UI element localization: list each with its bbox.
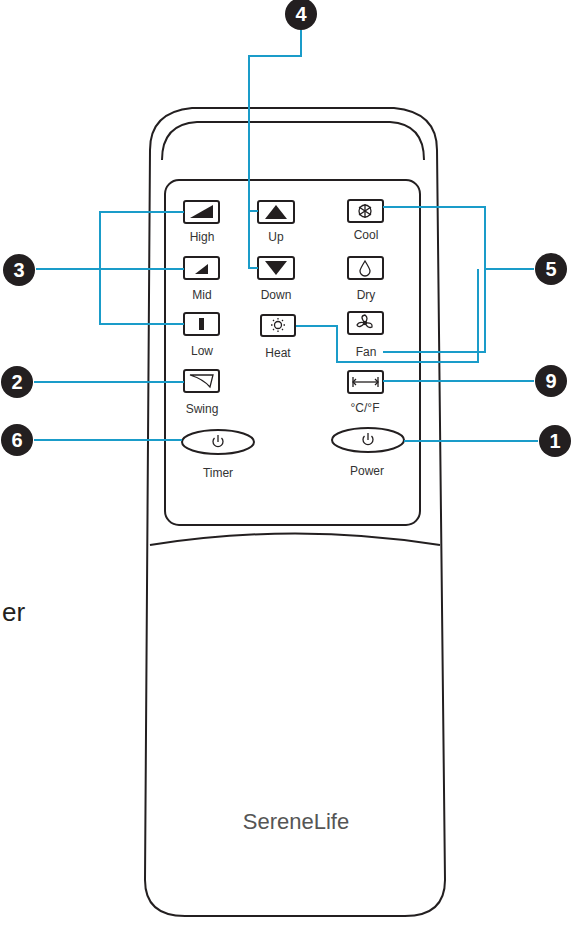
leader-line <box>34 439 182 441</box>
remote-body <box>145 108 445 916</box>
button-label: Heat <box>265 347 290 360</box>
button-label: Low <box>191 345 213 358</box>
heat-icon <box>271 318 285 332</box>
dry-icon <box>360 261 370 276</box>
leader-line <box>296 207 534 362</box>
dry-button <box>348 257 383 279</box>
callout-number: 9 <box>545 371 556 391</box>
low-icon <box>199 318 204 330</box>
unit-icon <box>353 377 378 387</box>
low-button <box>184 313 219 335</box>
callout-circle: 2 <box>1 366 33 398</box>
callout-number: 4 <box>295 4 306 24</box>
fan-button <box>348 312 383 334</box>
callout-circle: 4 <box>285 0 317 30</box>
timer-icon <box>213 435 223 447</box>
stray-text: er <box>2 598 25 627</box>
button-label: Timer <box>203 467 233 480</box>
callout-number: 3 <box>13 260 24 280</box>
remote-top-edge <box>162 122 424 160</box>
leader-line <box>36 212 184 324</box>
button-label: Dry <box>357 289 376 302</box>
callout-circle: 9 <box>535 365 567 397</box>
up-icon <box>265 205 287 219</box>
down-button <box>258 257 294 279</box>
fan-icon <box>357 315 372 328</box>
button-label: Mid <box>192 289 211 302</box>
timer-button <box>182 430 254 454</box>
button-label: Up <box>268 231 283 244</box>
high-button <box>184 201 219 223</box>
leader-line <box>34 381 184 383</box>
power-icon <box>363 433 373 445</box>
button-label: Power <box>350 465 384 478</box>
cool-icon <box>359 204 371 218</box>
unit-button <box>348 371 383 393</box>
leader-line <box>383 380 534 382</box>
brand-logo: SereneLife <box>243 810 349 834</box>
button-panel <box>165 180 420 525</box>
high-icon <box>190 205 213 218</box>
up-button <box>258 201 294 223</box>
button-label: Cool <box>354 229 379 242</box>
button-label: Down <box>261 289 292 302</box>
callout-number: 2 <box>11 372 22 392</box>
callout-circle: 1 <box>539 425 571 457</box>
leader-line <box>404 440 538 442</box>
callout-circle: 3 <box>3 254 35 286</box>
callout-number: 1 <box>549 431 560 451</box>
swing-icon <box>190 375 213 387</box>
down-icon <box>265 261 287 275</box>
callout-number: 5 <box>545 259 556 279</box>
cool-button <box>348 200 383 222</box>
callout-circle: 6 <box>1 424 33 456</box>
button-label: High <box>190 231 215 244</box>
button-label: Fan <box>356 346 377 359</box>
swing-button <box>184 370 219 392</box>
leader-line <box>249 30 301 268</box>
button-label: °C/°F <box>351 402 380 415</box>
power-button <box>332 428 404 452</box>
mid-icon <box>195 264 208 274</box>
mid-button <box>184 257 219 279</box>
lower-cover-edge <box>150 534 440 546</box>
button-label: Swing <box>186 403 219 416</box>
callout-number: 6 <box>11 430 22 450</box>
callout-circle: 5 <box>535 253 567 285</box>
heat-button <box>261 315 295 336</box>
